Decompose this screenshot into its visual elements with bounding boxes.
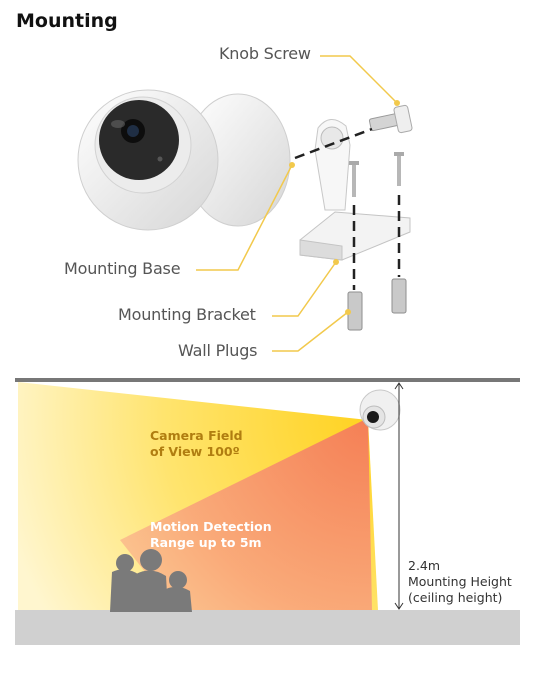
motion-detection-line-2: Range up to 5m: [150, 535, 262, 550]
field-of-view-line-2: of View 100º: [150, 444, 240, 459]
ceiling-bar: [15, 378, 520, 382]
page-title: Mounting: [16, 10, 118, 32]
height-line-1: Mounting Height: [408, 574, 512, 589]
motion-detection-cone: [120, 418, 372, 610]
height-line-2: (ceiling height): [408, 590, 503, 605]
assembly-lines: [294, 127, 401, 290]
mounting-height-note: 2.4m Mounting Height (ceiling height): [408, 558, 512, 606]
wall-plugs-part: [347, 278, 407, 331]
family-silhouette: [110, 549, 192, 612]
motion-detection-note: Motion Detection Range up to 5m: [150, 519, 272, 551]
screws-part: [349, 152, 404, 197]
knob-screw-label: Knob Screw: [219, 44, 311, 63]
ceiling-camera: [359, 389, 401, 431]
height-arrow: [394, 382, 404, 610]
height-value: 2.4m: [408, 558, 441, 573]
field-of-view-line-1: Camera Field: [150, 428, 243, 443]
mounting-bracket-label: Mounting Bracket: [118, 305, 256, 324]
motion-detection-line-1: Motion Detection: [150, 519, 272, 534]
knob-screw-part: [368, 104, 413, 134]
mounting-bracket-part: [299, 119, 411, 261]
leader-lines: [196, 55, 398, 352]
mounting-base-label: Mounting Base: [64, 259, 181, 278]
camera-body: [77, 89, 291, 231]
floor: [15, 610, 520, 645]
field-of-view-note: Camera Field of View 100º: [150, 428, 243, 460]
wall-plugs-label: Wall Plugs: [178, 341, 258, 360]
room-scene: [15, 378, 520, 645]
